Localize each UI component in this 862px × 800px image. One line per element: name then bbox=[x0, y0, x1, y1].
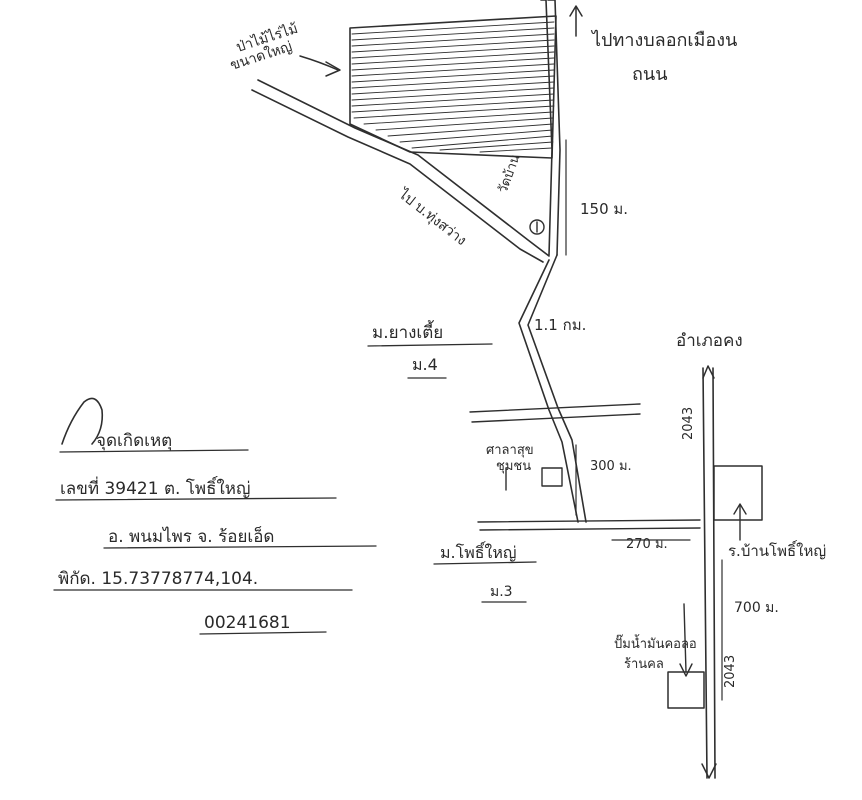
arrow-gas-station bbox=[679, 603, 693, 677]
top-arrow-label-2: ถนน bbox=[632, 64, 668, 85]
arrow-right-village bbox=[733, 503, 747, 541]
highway-upper-label: 2043 bbox=[681, 407, 696, 440]
distance-300: 300 ม. bbox=[590, 459, 632, 474]
temple-label: วัดบ้าน bbox=[496, 152, 524, 195]
diagonal-road-west bbox=[251, 79, 550, 263]
highway-lower-label: 2043 bbox=[723, 655, 738, 688]
notes-line-5: 00241681 bbox=[204, 613, 291, 633]
arrow-pointer-parcel bbox=[299, 55, 341, 77]
school-label: ศาลาสุข bbox=[486, 443, 534, 458]
notes-line-3: อ. พนมไพร จ. ร้อยเอ็ด bbox=[108, 525, 274, 547]
north-town-label: อำเภอคง bbox=[676, 331, 743, 351]
distance-270: 270 ม. bbox=[626, 537, 668, 552]
notes-line-1: จุดเกิดเหตุ bbox=[96, 431, 172, 451]
gas-station-label-2: ร้านคล bbox=[624, 657, 664, 672]
hatched-land-parcel bbox=[349, 15, 557, 159]
village-lower-moo: ม.3 bbox=[490, 584, 513, 600]
village-lower-label: ม.โพธิ์ใหญ่ bbox=[440, 541, 517, 562]
notes-line-4: พิกัด. 15.73778774,104. bbox=[58, 569, 258, 589]
road-west-label: ไป บ.ทุ่งสว่าง bbox=[395, 185, 470, 249]
arrow-north-top bbox=[569, 5, 583, 37]
right-village-building bbox=[713, 465, 763, 521]
school-building bbox=[541, 467, 563, 487]
right-village-label: ร.บ้านโพธิ์ใหญ่ bbox=[728, 540, 826, 560]
school-label-2: ชุมชน bbox=[496, 459, 531, 474]
highway-2043 bbox=[702, 367, 716, 779]
temple-icon bbox=[529, 219, 545, 235]
distance-700: 700 ม. bbox=[734, 600, 779, 616]
village-label: ม.ยางเตี้ย bbox=[372, 320, 443, 343]
upper-cross-road bbox=[469, 403, 641, 423]
arrow-north-highway bbox=[702, 365, 715, 379]
gas-station-label: ปั๊มน้ำมันคอลอ bbox=[614, 634, 697, 652]
notes-flourish bbox=[61, 397, 104, 445]
gas-station-building bbox=[667, 671, 705, 709]
distance-1-1: 1.1 กม. bbox=[534, 316, 586, 334]
village-moo: ม.4 bbox=[412, 355, 438, 374]
distance-ticks bbox=[565, 139, 723, 701]
top-arrow-label: ไปทางบลอกเมืองน bbox=[590, 29, 737, 51]
lower-cross-road bbox=[477, 519, 701, 531]
arrow-south-highway bbox=[701, 763, 717, 779]
distance-150: 150 ม. bbox=[580, 200, 628, 218]
main-road-north bbox=[540, 0, 561, 256]
notes-line-2: เลขที่ 39421 ต. โพธิ์ใหญ่ bbox=[60, 476, 251, 499]
incident-notes: จุดเกิดเหตุ เลขที่ 39421 ต. โพธิ์ใหญ่ อ.… bbox=[53, 397, 377, 635]
